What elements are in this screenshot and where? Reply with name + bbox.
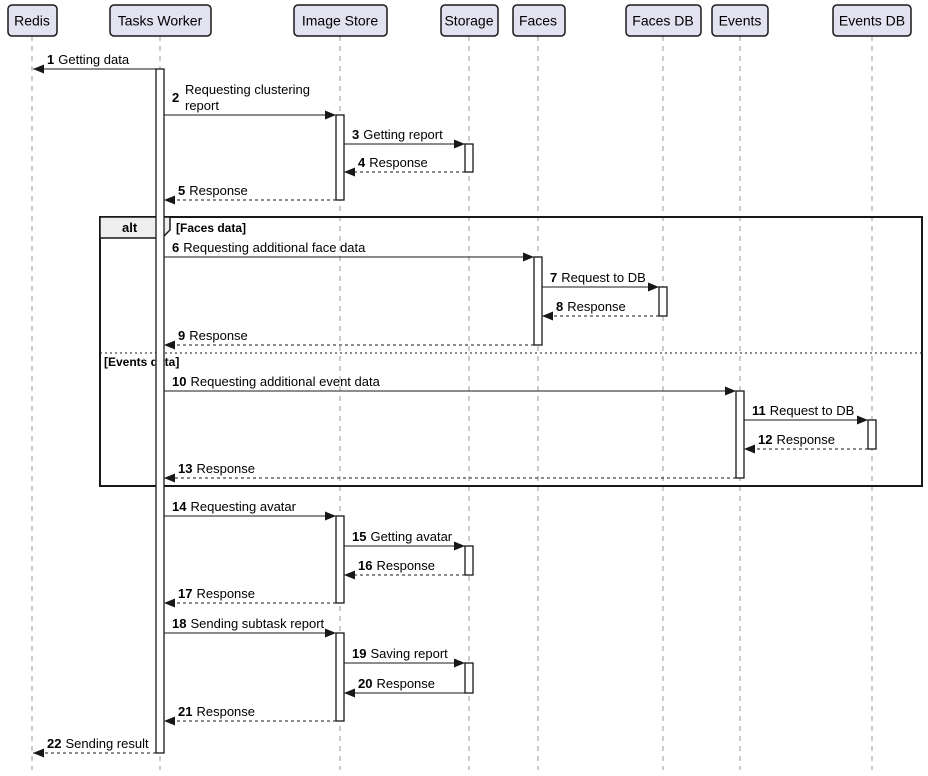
message-number-2: 2 — [172, 90, 179, 105]
message-arrowhead-18 — [325, 628, 336, 638]
participant-box-faces — [512, 4, 566, 37]
message-arrowhead-16 — [344, 570, 355, 580]
alt-guard-faces-data: [Faces data] — [176, 221, 246, 235]
participant-label-faces: Faces — [519, 13, 557, 29]
activation-bar-events-db — [867, 419, 877, 450]
alt-fragment-label: alt — [122, 220, 138, 235]
message-arrowhead-14 — [325, 511, 336, 521]
participant-label-events-db: Events DB — [839, 13, 905, 29]
message-arrowhead-22 — [33, 748, 44, 758]
participant-label-tasks-worker: Tasks Worker — [118, 13, 203, 29]
message-arrowhead-20 — [344, 688, 355, 698]
participant-box-events-db — [832, 4, 912, 37]
message-arrowhead-4 — [344, 167, 355, 177]
participant-label-faces-db: Faces DB — [632, 13, 693, 29]
participant-box-redis — [7, 4, 58, 37]
message-arrowhead-6 — [523, 252, 534, 262]
participant-label-image-store: Image Store — [302, 13, 378, 29]
participant-box-events — [711, 4, 769, 37]
activation-bar-tasks-worker — [155, 68, 165, 754]
participant-box-faces-db — [625, 4, 702, 37]
message-arrowhead-17 — [164, 598, 175, 608]
participant-box-tasks-worker — [109, 4, 212, 37]
participant-label-redis: Redis — [14, 13, 50, 29]
message-arrowhead-13 — [164, 473, 175, 483]
message-arrowhead-12 — [744, 444, 755, 454]
message-arrowhead-11 — [857, 415, 868, 425]
message-arrowhead-5 — [164, 195, 175, 205]
activation-bar-image-store — [335, 632, 345, 722]
activation-bar-image-store — [335, 114, 345, 201]
participant-box-image-store — [293, 4, 388, 37]
message-arrowhead-21 — [164, 716, 175, 726]
activation-bar-storage — [464, 662, 474, 694]
activation-bar-faces-db — [658, 286, 668, 317]
message-arrowhead-8 — [542, 311, 553, 321]
activation-bar-storage — [464, 545, 474, 576]
activation-bar-faces — [533, 256, 543, 346]
participant-label-storage: Storage — [444, 13, 493, 29]
participant-box-storage — [440, 4, 499, 37]
participant-label-events: Events — [719, 13, 762, 29]
alt-guard-events-data: [Events data] — [104, 355, 179, 369]
message-arrowhead-2 — [325, 110, 336, 120]
activation-bar-image-store — [335, 515, 345, 604]
activation-bar-storage — [464, 143, 474, 173]
message-arrowhead-1 — [33, 64, 44, 74]
message-arrowhead-15 — [454, 541, 465, 551]
message-arrowhead-9 — [164, 340, 175, 350]
activation-bar-events — [735, 390, 745, 479]
message-arrowhead-7 — [648, 282, 659, 292]
message-arrowhead-10 — [725, 386, 736, 396]
message-arrowhead-19 — [454, 658, 465, 668]
alt-fragment-frame — [99, 216, 923, 487]
message-arrowhead-3 — [454, 139, 465, 149]
